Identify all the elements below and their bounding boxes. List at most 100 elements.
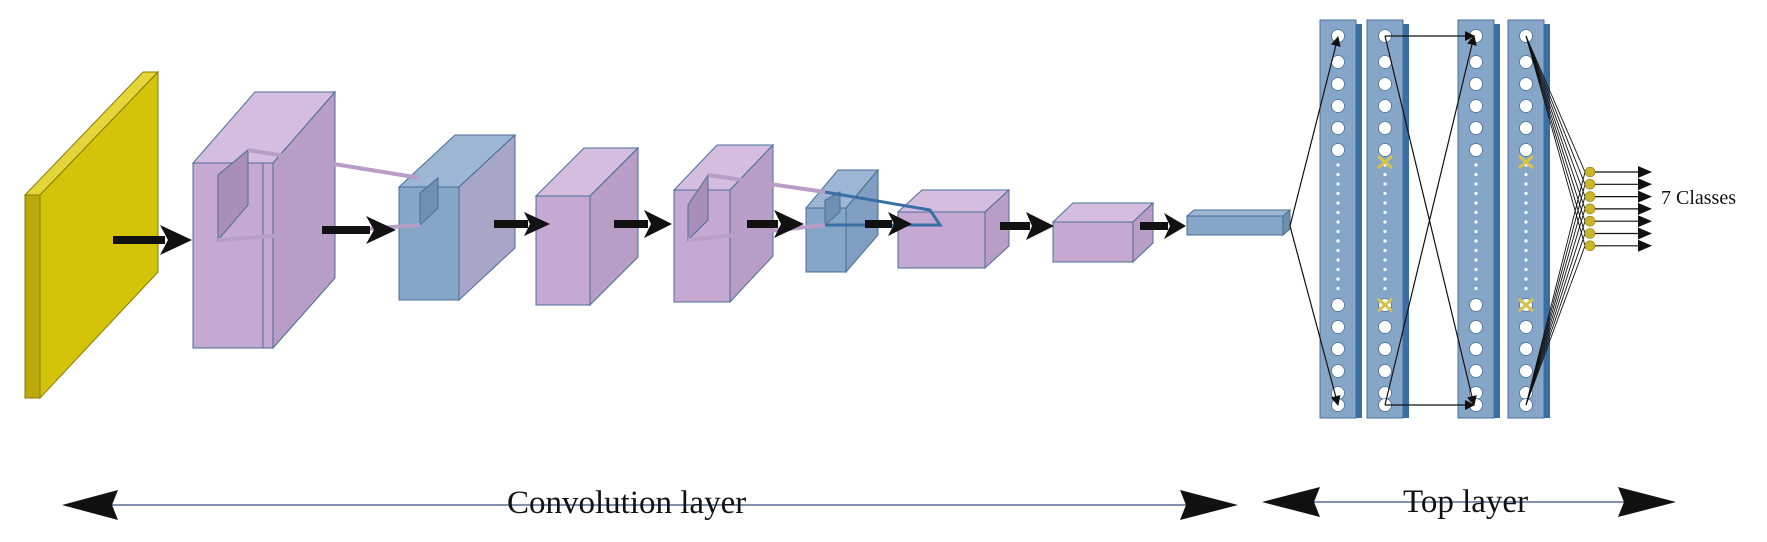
neuron xyxy=(1331,77,1345,91)
dropout-x-icon xyxy=(1377,154,1393,170)
neuron-dot xyxy=(1524,267,1528,272)
arrow-right-icon xyxy=(1638,202,1652,215)
neuron-dot xyxy=(1336,163,1340,167)
arrow-right-icon xyxy=(1638,227,1652,240)
conv-block-6 xyxy=(896,188,1011,270)
fc-output-link xyxy=(1525,35,1586,185)
fc-output-link xyxy=(1525,196,1586,406)
fc-output-link xyxy=(1525,245,1586,406)
neuron xyxy=(1519,320,1533,334)
fc-output-link xyxy=(1525,35,1586,246)
conv-block-7 xyxy=(1051,201,1155,264)
neuron xyxy=(1469,364,1483,378)
convolution-layer-label: Convolution layer xyxy=(507,485,746,521)
neuron-dot xyxy=(1524,286,1528,291)
output-node xyxy=(1584,166,1596,178)
arrow-right-icon xyxy=(1638,166,1652,178)
neuron-dot xyxy=(1524,172,1528,177)
neuron-dot xyxy=(1474,248,1478,253)
neuron xyxy=(1469,99,1483,113)
neuron xyxy=(1378,55,1392,69)
neuron-dot xyxy=(1336,172,1340,177)
neuron xyxy=(1331,143,1345,157)
neuron-dot xyxy=(1383,191,1387,196)
fc-column-2 xyxy=(1366,19,1409,419)
neuron xyxy=(1469,55,1483,69)
neuron-dot xyxy=(1524,239,1528,243)
fc-output-link xyxy=(1525,35,1586,210)
neuron-dot xyxy=(1524,277,1528,281)
neuron-dot xyxy=(1524,229,1528,234)
neuron-dot xyxy=(1474,163,1478,167)
arrow-right-icon xyxy=(494,212,550,236)
conv-block-2 xyxy=(397,133,517,302)
neuron xyxy=(1378,121,1392,135)
arrow-right-icon xyxy=(747,210,804,238)
output-node xyxy=(1584,179,1596,190)
fc-column-1 xyxy=(1319,19,1362,419)
neuron-dot xyxy=(1524,220,1528,224)
arrow-right-icon xyxy=(1638,178,1652,191)
output-nodes xyxy=(1525,35,1652,406)
output-node xyxy=(1584,228,1596,239)
fc-connections xyxy=(1289,31,1477,410)
neuron-dot xyxy=(1383,286,1387,291)
fc-column-3 xyxy=(1457,19,1500,419)
output-node xyxy=(1584,203,1596,215)
output-node xyxy=(1584,215,1596,227)
neuron xyxy=(1331,298,1345,312)
output-node xyxy=(1584,240,1596,252)
neuron-dot xyxy=(1474,229,1478,234)
neuron-dot xyxy=(1336,267,1340,272)
neuron-dot xyxy=(1383,172,1387,177)
neuron xyxy=(1519,121,1533,135)
neuron xyxy=(1331,320,1345,334)
fc-output-link xyxy=(1525,233,1586,406)
fc-output-link xyxy=(1525,208,1586,406)
neuron xyxy=(1469,342,1483,356)
neuron xyxy=(1331,121,1345,135)
neuron xyxy=(1519,55,1533,69)
neuron-dot xyxy=(1474,277,1478,281)
neuron-dot xyxy=(1336,182,1340,186)
neuron xyxy=(1519,77,1533,91)
neuron-dot xyxy=(1524,201,1528,205)
neuron-dot xyxy=(1336,210,1340,215)
neuron-dot xyxy=(1474,258,1478,262)
top-layer-label: Top layer xyxy=(1403,484,1528,520)
dropout-x-icon xyxy=(1518,154,1534,170)
flatten-layer xyxy=(1185,208,1292,237)
neuron xyxy=(1331,29,1345,43)
arrow-right-icon xyxy=(1000,212,1054,240)
neuron-dot xyxy=(1474,172,1478,177)
fc-output-link xyxy=(1525,35,1586,222)
neuron-dot xyxy=(1336,201,1340,205)
neuron-dot xyxy=(1524,191,1528,196)
neuron xyxy=(1378,364,1392,378)
neuron xyxy=(1331,342,1345,356)
neuron-dot xyxy=(1383,267,1387,272)
fc-column-4 xyxy=(1507,19,1550,419)
neuron-dot xyxy=(1336,286,1340,291)
fc-output-link xyxy=(1525,35,1586,173)
neuron xyxy=(1519,99,1533,113)
neuron xyxy=(1469,320,1483,334)
neuron-dot xyxy=(1474,201,1478,205)
neuron xyxy=(1469,143,1483,157)
neuron-dot xyxy=(1474,182,1478,186)
fc-output-link xyxy=(1525,35,1586,197)
neuron-dot xyxy=(1474,267,1478,272)
neuron-dot xyxy=(1336,191,1340,196)
neuron-dot xyxy=(1383,239,1387,243)
neuron xyxy=(1331,55,1345,69)
neuron-dot xyxy=(1336,258,1340,262)
neuron-dot xyxy=(1336,277,1340,281)
conv-block-1 xyxy=(191,90,337,350)
neuron-dot xyxy=(1474,239,1478,243)
neuron-dot xyxy=(1383,258,1387,262)
neuron-dot xyxy=(1524,210,1528,215)
top-layer-range-arrow xyxy=(1262,487,1676,517)
neuron-dot xyxy=(1336,220,1340,224)
neuron-dot xyxy=(1524,248,1528,253)
